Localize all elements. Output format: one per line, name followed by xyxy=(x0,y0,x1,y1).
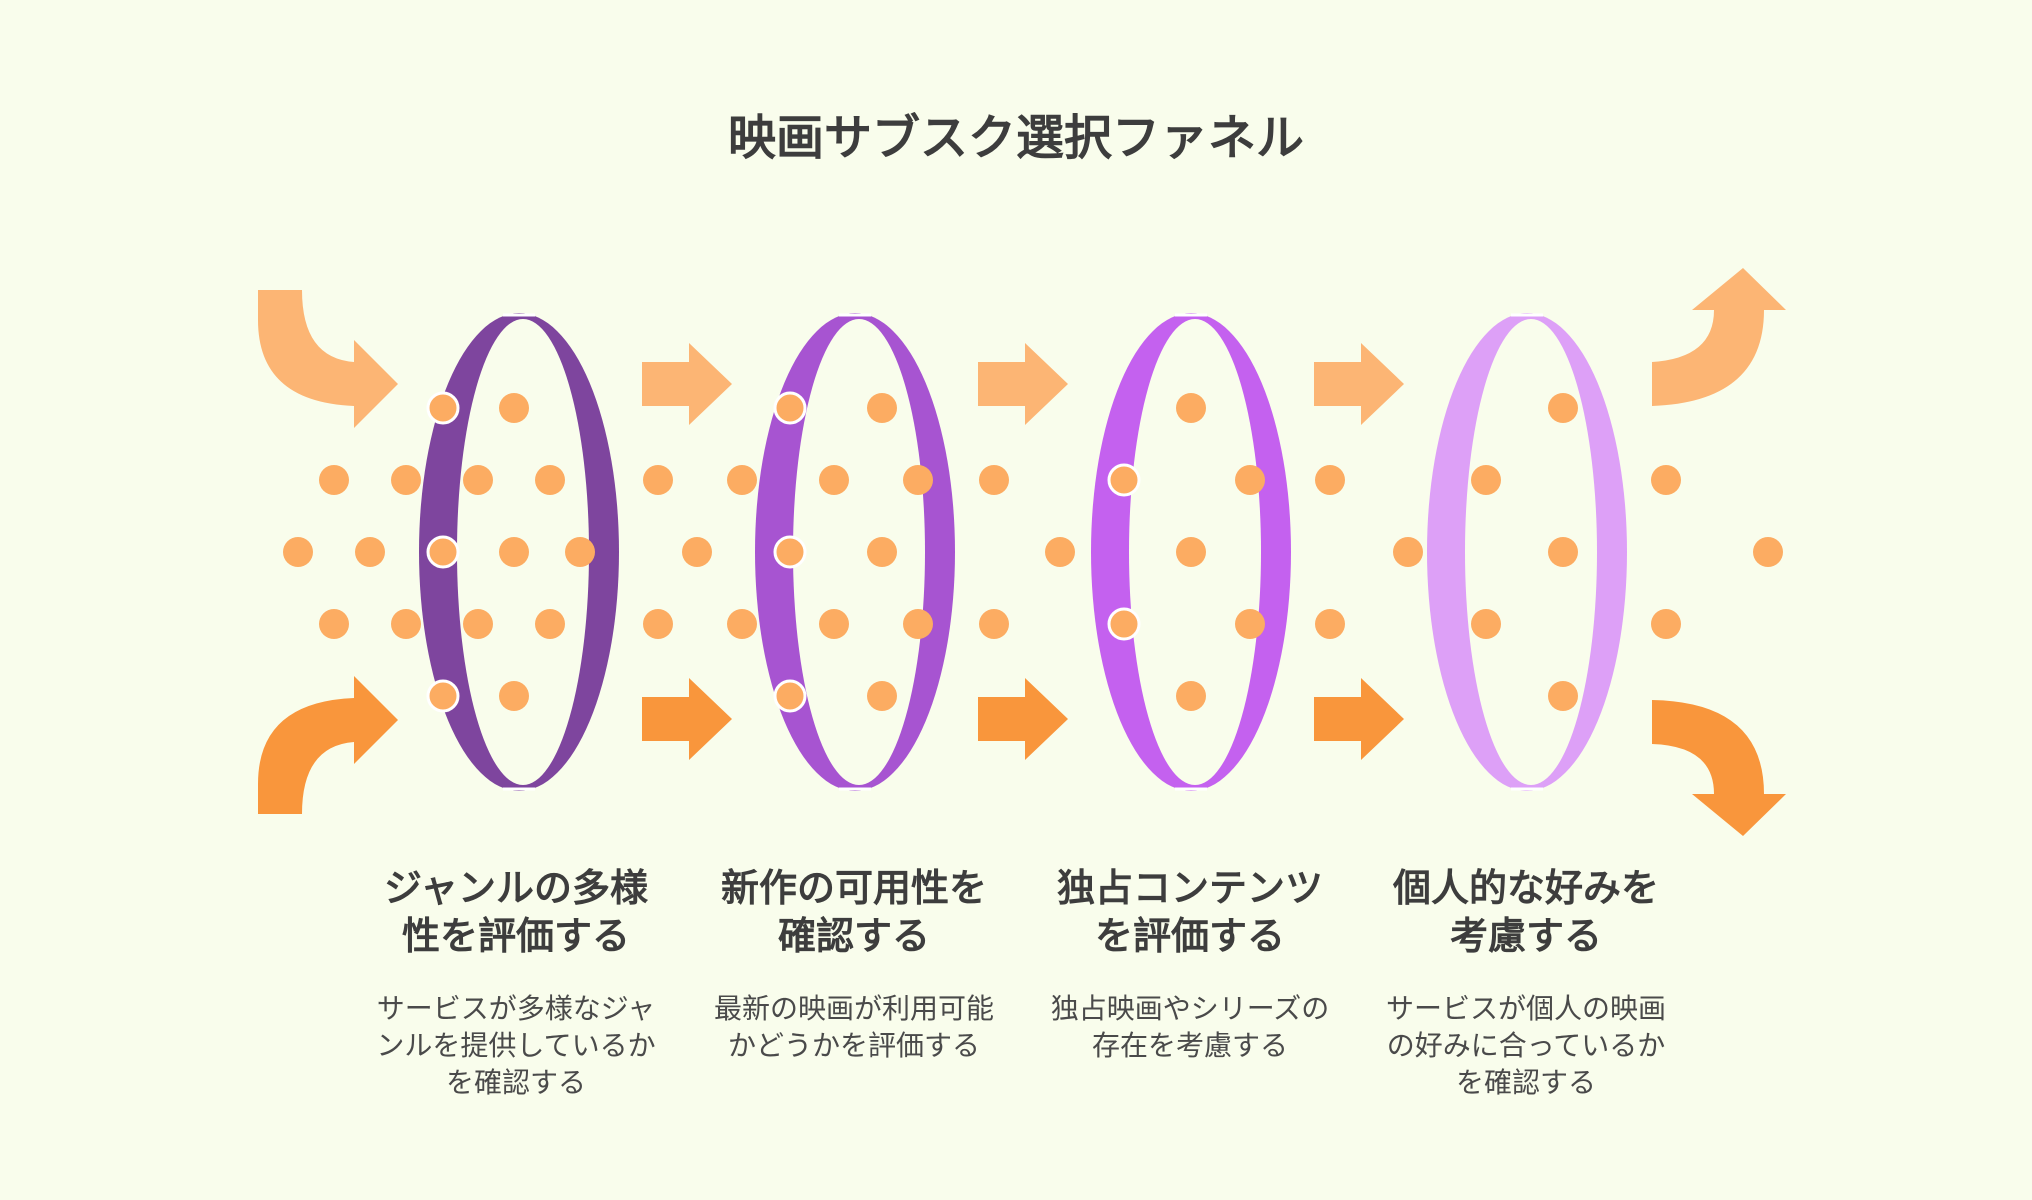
dot-29 xyxy=(819,465,849,495)
dot-49 xyxy=(1548,537,1578,567)
dot-4 xyxy=(355,537,385,567)
dot-20 xyxy=(682,537,712,567)
dot-2 xyxy=(319,465,349,495)
ring-2-hole xyxy=(793,319,925,785)
dot-27 xyxy=(773,679,807,713)
dot-22 xyxy=(727,609,757,639)
dot-46 xyxy=(1471,465,1501,495)
arrow-bottom-3 xyxy=(1314,678,1404,760)
dot-31 xyxy=(903,465,933,495)
arrow-input-top xyxy=(258,290,398,428)
dot-26 xyxy=(867,537,897,567)
dot-48 xyxy=(1548,393,1578,423)
stage-1-text: ジャンルの多様性を評価する サービスが多様なジャンルを提供しているかを確認する xyxy=(366,864,666,1101)
dot-35 xyxy=(1045,537,1075,567)
dot-39 xyxy=(1176,537,1206,567)
dot-42 xyxy=(1235,609,1265,639)
arrow-input-bottom xyxy=(258,676,398,814)
dot-17 xyxy=(565,537,595,567)
dot-43 xyxy=(1315,465,1345,495)
dot-18 xyxy=(643,465,673,495)
dot-36 xyxy=(1107,463,1141,497)
stage-4-title: 個人的な好みを考慮する xyxy=(1392,866,1659,958)
stage-2-text: 新作の可用性を確認する 最新の映画が利用可能かどうかを評価する xyxy=(704,864,1004,1064)
arrow-output-bottom xyxy=(1652,700,1786,836)
dot-24 xyxy=(867,393,897,423)
dot-10 xyxy=(499,537,529,567)
dot-15 xyxy=(535,465,565,495)
dot-16 xyxy=(535,609,565,639)
dot-6 xyxy=(391,609,421,639)
dot-28 xyxy=(867,681,897,711)
arrow-bottom-2 xyxy=(978,678,1068,760)
stage-1-title: ジャンルの多様性を評価する xyxy=(383,866,649,958)
arrow-top-2 xyxy=(978,343,1068,425)
dot-37 xyxy=(1107,607,1141,641)
arrow-bottom-1 xyxy=(642,678,732,760)
dot-51 xyxy=(1651,465,1681,495)
arrow-output-top xyxy=(1652,268,1786,406)
dot-47 xyxy=(1471,609,1501,639)
dot-21 xyxy=(727,465,757,495)
dot-19 xyxy=(643,609,673,639)
dot-14 xyxy=(463,609,493,639)
dot-5 xyxy=(391,465,421,495)
dot-41 xyxy=(1235,465,1265,495)
dot-30 xyxy=(819,609,849,639)
dot-53 xyxy=(1753,537,1783,567)
dot-11 xyxy=(426,679,460,713)
dot-50 xyxy=(1548,681,1578,711)
dot-8 xyxy=(499,393,529,423)
dot-13 xyxy=(463,465,493,495)
arrow-top-1 xyxy=(642,343,732,425)
dot-1 xyxy=(283,537,313,567)
dot-52 xyxy=(1651,609,1681,639)
stage-4-text: 個人的な好みを考慮する サービスが個人の映画の好みに合っているかを確認する xyxy=(1376,864,1676,1101)
stage-3-title: 独占コンテンツを評価する xyxy=(1056,866,1323,958)
ring-4-hole xyxy=(1465,319,1597,785)
dot-12 xyxy=(499,681,529,711)
stage-1-description: サービスが多様なジャンルを提供しているかを確認する xyxy=(376,992,656,1099)
dot-7 xyxy=(426,391,460,425)
dot-40 xyxy=(1176,681,1206,711)
stage-4-description: サービスが個人の映画の好みに合っているかを確認する xyxy=(1385,992,1666,1099)
dot-45 xyxy=(1393,537,1423,567)
dot-23 xyxy=(773,391,807,425)
dots-layer xyxy=(283,391,1783,713)
page-title: 映画サブスク選択ファネル xyxy=(727,110,1304,166)
dot-44 xyxy=(1315,609,1345,639)
dot-32 xyxy=(903,609,933,639)
dot-38 xyxy=(1176,393,1206,423)
dot-9 xyxy=(426,535,460,569)
stage-3-text: 独占コンテンツを評価する 独占映画やシリーズの存在を考慮する xyxy=(1040,864,1340,1064)
dot-33 xyxy=(979,465,1009,495)
arrows-layer xyxy=(258,268,1786,836)
arrow-top-3 xyxy=(1314,343,1404,425)
dot-34 xyxy=(979,609,1009,639)
stage-3-description: 独占映画やシリーズの存在を考慮する xyxy=(1050,992,1330,1062)
stage-2-title: 新作の可用性を確認する xyxy=(720,866,987,958)
dot-25 xyxy=(773,535,807,569)
dot-3 xyxy=(319,609,349,639)
stage-2-description: 最新の映画が利用可能かどうかを評価する xyxy=(713,992,994,1062)
